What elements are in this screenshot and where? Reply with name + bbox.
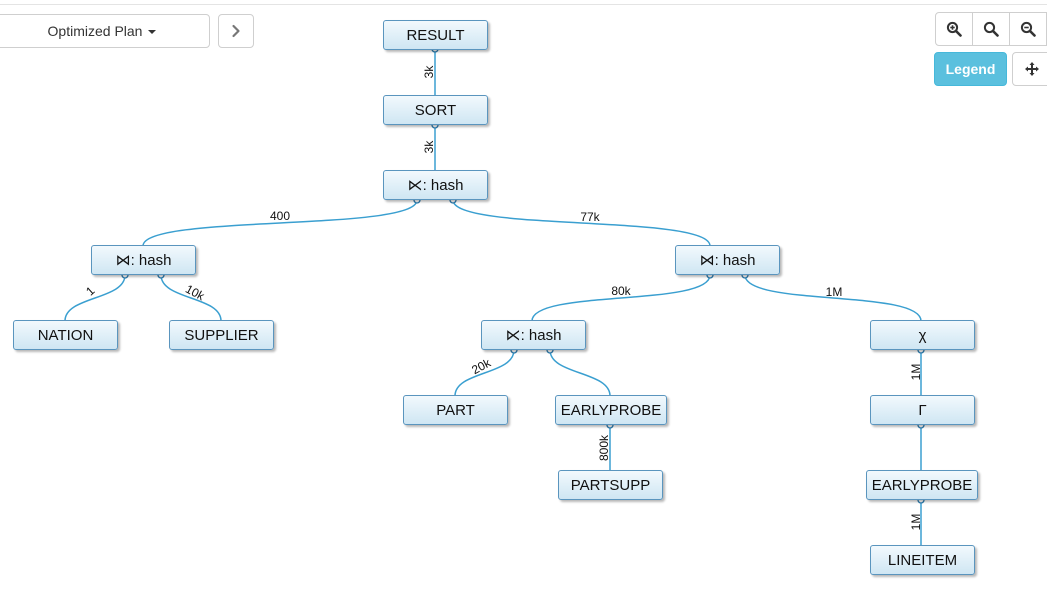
node-sort[interactable]: SORT <box>383 95 488 125</box>
legend-button-label: Legend <box>945 61 996 77</box>
node-label: ⋈: hash <box>115 252 172 269</box>
node-label: Γ <box>918 401 927 419</box>
edge-label-semijoin-joinleft: 400 <box>270 209 290 223</box>
edge-joinleft-supplier <box>160 274 222 322</box>
node-label: LINEITEM <box>887 551 958 569</box>
node-earlyprobe-2[interactable]: EARLYPROBE <box>866 470 978 500</box>
edge-joinleft-nation <box>64 274 126 322</box>
pan-button[interactable] <box>1012 52 1047 86</box>
node-chi[interactable]: χ <box>870 320 975 350</box>
edge-label-sort-semijoin: 3k <box>422 140 436 154</box>
edge-joinright-semijoinmid <box>531 274 711 322</box>
edge-label-joinright-chi: 1M <box>826 285 843 299</box>
legend-button[interactable]: Legend <box>934 52 1007 86</box>
edge-label-earlyprobe-partsupp: 800k <box>597 434 611 461</box>
move-icon <box>1025 62 1039 76</box>
node-label: EARLYPROBE <box>871 476 973 494</box>
zoom-reset-icon <box>983 21 999 37</box>
node-partsupp[interactable]: PARTSUPP <box>558 470 663 500</box>
edge-label-joinleft-nation: 1 <box>83 283 98 298</box>
node-label: χ <box>918 326 927 344</box>
node-part[interactable]: PART <box>403 395 508 425</box>
plan-type-label: Optimized Plan <box>47 23 143 39</box>
node-nation[interactable]: NATION <box>13 320 118 350</box>
edge-label-result-sort: 3k <box>422 65 436 79</box>
top-divider <box>0 4 1047 5</box>
node-label: ⋉: hash <box>505 327 562 344</box>
edge-label-earlyprobe-lineitem: 1M <box>909 514 923 531</box>
node-supplier[interactable]: SUPPLIER <box>169 320 274 350</box>
edge-semijoinmid-earlyprobe <box>549 349 611 397</box>
node-label: EARLYPROBE <box>560 401 662 419</box>
edge-label-semijoin-joinright: 77k <box>580 210 600 224</box>
node-label: SUPPLIER <box>184 326 259 344</box>
edge-joinright-chi <box>744 274 922 322</box>
node-join-right[interactable]: ⋈: hash <box>675 245 780 275</box>
node-lineitem[interactable]: LINEITEM <box>870 545 975 575</box>
zoom-in-button[interactable] <box>935 12 973 46</box>
node-label: PARTSUPP <box>570 476 651 494</box>
node-join-left[interactable]: ⋈: hash <box>91 245 196 275</box>
zoom-in-icon <box>946 21 962 37</box>
caret-down-icon <box>148 29 157 34</box>
zoom-controls <box>935 12 1047 46</box>
node-gamma[interactable]: Γ <box>870 395 975 425</box>
zoom-reset-button[interactable] <box>972 12 1010 46</box>
node-label: RESULT <box>406 26 465 44</box>
node-label: PART <box>436 401 475 419</box>
edge-label-joinleft-supplier: 10k <box>183 282 208 304</box>
node-label: ⋈: hash <box>699 252 756 269</box>
node-earlyprobe-1[interactable]: EARLYPROBE <box>555 395 667 425</box>
node-label: ⋉: hash <box>407 177 464 194</box>
node-semijoin-mid[interactable]: ⋉: hash <box>481 320 586 350</box>
edge-label-semijoinmid-part: 20k <box>469 355 494 377</box>
edge-semijoin-joinleft <box>142 199 418 247</box>
node-label: NATION <box>37 326 94 344</box>
node-semijoin-top[interactable]: ⋉: hash <box>383 170 488 200</box>
node-result[interactable]: RESULT <box>383 20 488 50</box>
edge-label-chi-gamma: 1M <box>909 364 923 381</box>
plan-type-dropdown[interactable]: Optimized Plan <box>0 14 210 48</box>
node-label: SORT <box>414 101 457 119</box>
edge-semijoin-joinright <box>452 199 711 247</box>
chevron-right-icon <box>232 24 240 38</box>
zoom-out-icon <box>1020 21 1036 37</box>
edge-label-joinright-semijoinmid: 80k <box>611 284 631 298</box>
next-button[interactable] <box>218 14 254 48</box>
edge-semijoinmid-part <box>454 349 515 397</box>
